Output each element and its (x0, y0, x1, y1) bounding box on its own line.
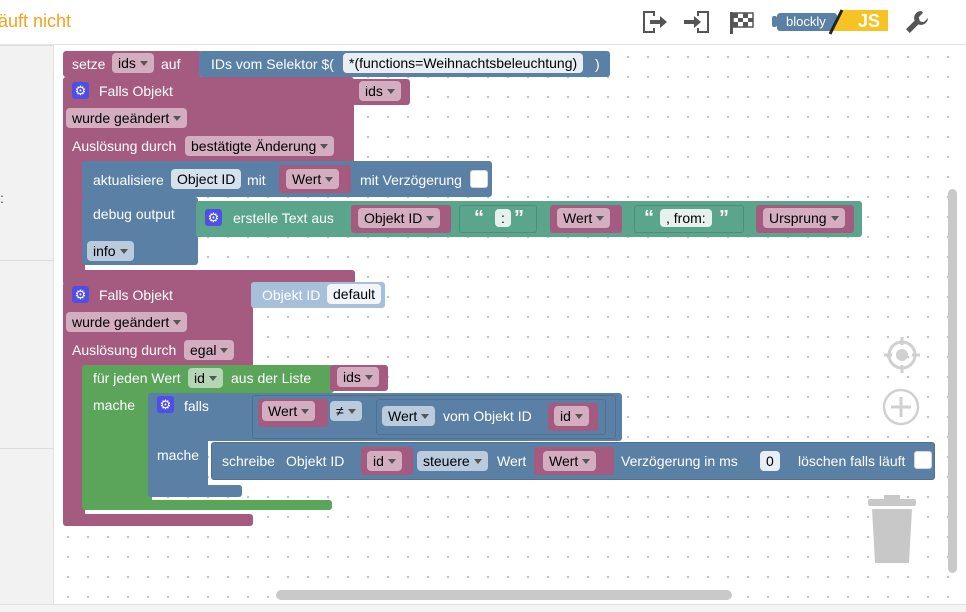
trigger-block-1-bottom (63, 270, 355, 284)
zoom-in-icon[interactable] (882, 388, 920, 431)
blockly-workspace[interactable]: setze ids auf IDs vom Selektor $( *(func… (54, 45, 966, 611)
write-clear-checkbox[interactable] (914, 451, 932, 469)
sidebar-item-text: : (0, 190, 4, 206)
loop-do-label: mache (93, 397, 136, 413)
foreach-block-left (82, 385, 152, 509)
delay-label: mit Verzögerung (360, 172, 462, 188)
trigger-source-label: Auslösung durch (72, 342, 177, 358)
js-label: JS (858, 11, 881, 31)
text-field-2[interactable]: , from: (660, 209, 712, 227)
value-type-dropdown[interactable]: Wert (382, 406, 436, 426)
horizontal-scrollbar[interactable] (276, 590, 732, 600)
with-label: mit (247, 172, 266, 188)
trigger-title: Falls Objekt (99, 287, 173, 303)
update-label: aktualisiere (93, 172, 164, 188)
selector-field[interactable]: *(functions=Weihnachtsbeleuchtung) (343, 53, 584, 73)
gear-icon[interactable]: ⚙ (72, 82, 89, 99)
import-icon[interactable] (682, 8, 712, 36)
object-id-dropdown[interactable]: Objekt ID (358, 208, 441, 228)
gear-icon[interactable]: ⚙ (157, 396, 174, 413)
write-delay-label: Verzögerung in ms (621, 453, 738, 469)
top-toolbar: läuft nicht blockly JS (0, 0, 966, 45)
write-id-dropdown[interactable]: id (367, 451, 402, 471)
text-join-label: erstelle Text aus (233, 210, 334, 226)
foreach-block-bottom (82, 500, 332, 510)
if-do-label: mache (157, 447, 200, 463)
foreach-label: für jeden Wert (93, 370, 181, 386)
to-keyword: auf (161, 56, 181, 72)
sidebar-divider (0, 448, 53, 449)
trigger-source-dropdown[interactable]: egal (184, 340, 235, 360)
quote-open-icon: “ (474, 207, 484, 229)
set-keyword: setze (72, 56, 106, 72)
if-block-bottom (148, 485, 242, 497)
write-value-dropdown[interactable]: Wert (543, 451, 597, 471)
write-mode-dropdown[interactable]: steuere (417, 451, 488, 471)
delay-checkbox[interactable] (470, 170, 488, 188)
gear-icon[interactable]: ⚙ (205, 209, 222, 226)
write-label: schreibe (222, 453, 275, 469)
list-dropdown[interactable]: ids (337, 367, 379, 387)
event-dropdown[interactable]: wurde geändert (66, 312, 188, 332)
quote-close-icon: ” (719, 207, 729, 229)
blockly-js-toggle[interactable]: blockly JS (770, 8, 888, 36)
bottom-bar (0, 604, 966, 612)
log-level-dropdown[interactable]: info (87, 241, 134, 261)
script-sidebar: : (0, 45, 54, 611)
selector-label: IDs vom Selektor $( (211, 56, 334, 72)
object-id-label: Objekt ID (262, 287, 321, 303)
selector-close: ) (595, 56, 600, 72)
checkered-flag-icon[interactable] (726, 8, 756, 36)
write-delay-field[interactable]: 0 (760, 451, 780, 471)
sidebar-divider (0, 45, 53, 46)
from-object-label: vom Objekt ID (443, 408, 532, 424)
blockly-label: blockly (786, 14, 826, 29)
debug-label: debug output (93, 206, 175, 222)
text-field-1[interactable]: : (495, 209, 511, 227)
quote-close-icon: ” (514, 207, 524, 229)
export-icon[interactable] (640, 8, 670, 36)
wrench-icon[interactable] (902, 8, 932, 36)
script-status: läuft nicht (0, 11, 72, 31)
trash-icon[interactable] (866, 493, 918, 570)
event-dropdown[interactable]: wurde geändert (66, 108, 188, 128)
vertical-scrollbar[interactable] (948, 189, 957, 573)
trigger-source-dropdown[interactable]: bestätigte Änderung (185, 136, 335, 156)
loop-variable-dropdown[interactable]: id (188, 368, 223, 388)
trigger-block-2-bottom (63, 514, 253, 526)
gear-icon[interactable]: ⚙ (72, 286, 89, 303)
object-id-field[interactable]: Object ID (171, 169, 242, 189)
sidebar-divider (0, 260, 53, 261)
write-value-label: Wert (497, 453, 527, 469)
if-label: falls (184, 398, 209, 414)
object-id-dropdown[interactable]: id (554, 406, 589, 426)
compare-left-dropdown[interactable]: Wert (262, 401, 316, 421)
trigger-title: Falls Objekt (99, 83, 173, 99)
trigger-block-1-left (63, 155, 85, 285)
source-dropdown[interactable]: Ursprung (763, 208, 845, 228)
list-label: aus der Liste (231, 370, 312, 386)
recenter-icon[interactable] (884, 337, 920, 378)
object-dropdown[interactable]: ids (359, 81, 401, 101)
write-object-label: Objekt ID (286, 453, 345, 469)
value-dropdown[interactable]: Wert (557, 208, 611, 228)
quote-open-icon: “ (644, 207, 654, 229)
trigger-source-label: Auslösung durch (72, 138, 177, 154)
value-dropdown[interactable]: Wert (286, 169, 340, 189)
object-id-default-field[interactable]: default (327, 284, 382, 304)
trigger-block-2-left (63, 360, 85, 525)
operator-dropdown[interactable]: ≠ (330, 401, 362, 421)
variable-dropdown[interactable]: ids (112, 53, 154, 73)
write-clear-label: löschen falls läuft (798, 453, 906, 469)
